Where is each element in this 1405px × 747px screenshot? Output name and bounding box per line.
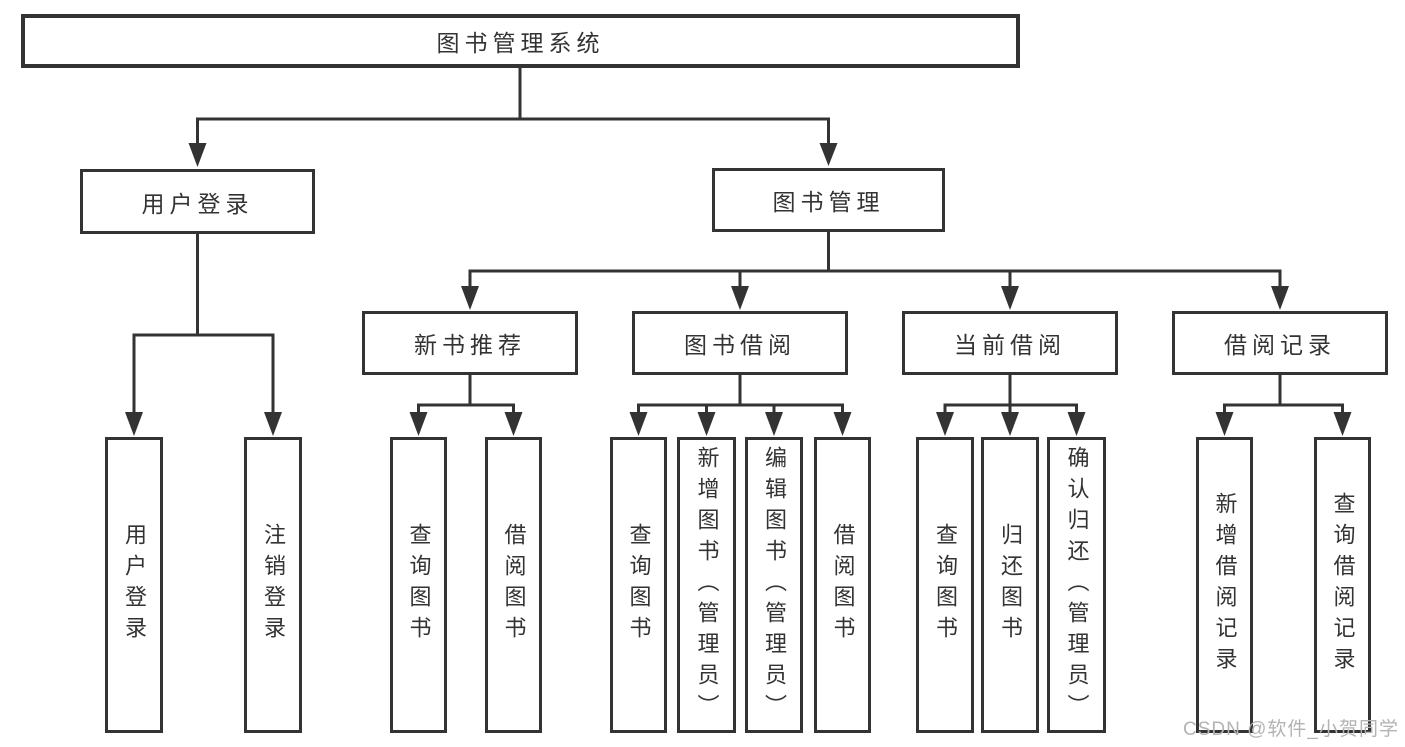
node-current-borrow: 当前借阅 (902, 311, 1118, 375)
leaf-query-book-recommend: 查询图书 (390, 437, 447, 733)
leaf-query-borrow-record: 查询借阅记录 (1314, 437, 1371, 733)
leaf-query-book-borrow: 查询图书 (610, 437, 667, 733)
node-book-management: 图书管理 (712, 168, 945, 232)
node-root: 图书管理系统 (21, 14, 1020, 68)
node-book-borrow: 图书借阅 (632, 311, 848, 375)
leaf-borrow-book-recommend: 借阅图书 (485, 437, 542, 733)
leaf-confirm-return-admin: 确认归还（管理员） (1047, 437, 1106, 733)
node-borrow-records: 借阅记录 (1172, 311, 1388, 375)
leaf-query-book-current: 查询图书 (916, 437, 974, 733)
arrowheads (125, 143, 1352, 436)
connector-current-borrow (943, 375, 1078, 413)
leaf-user-login: 用户登录 (105, 437, 163, 733)
node-new-book-recommend: 新书推荐 (362, 311, 578, 375)
connector-book-management (468, 232, 1282, 289)
connector-root (196, 68, 830, 145)
leaf-logout: 注销登录 (244, 437, 302, 733)
leaf-return-book: 归还图书 (981, 437, 1039, 733)
connector-user-login (132, 234, 275, 414)
leaf-add-borrow-record: 新增借阅记录 (1196, 437, 1253, 733)
connector-borrow-records (1223, 375, 1344, 413)
connector-new-book-recommend (417, 375, 515, 413)
connector-book-borrow (637, 375, 844, 413)
csdn-watermark: CSDN @软件_小贺同学 (1183, 719, 1399, 740)
leaf-borrow-book: 借阅图书 (814, 437, 871, 733)
leaf-edit-book-admin: 编辑图书（管理员） (745, 437, 803, 733)
leaf-add-book-admin: 新增图书（管理员） (677, 437, 736, 733)
node-user-login: 用户登录 (80, 169, 315, 234)
